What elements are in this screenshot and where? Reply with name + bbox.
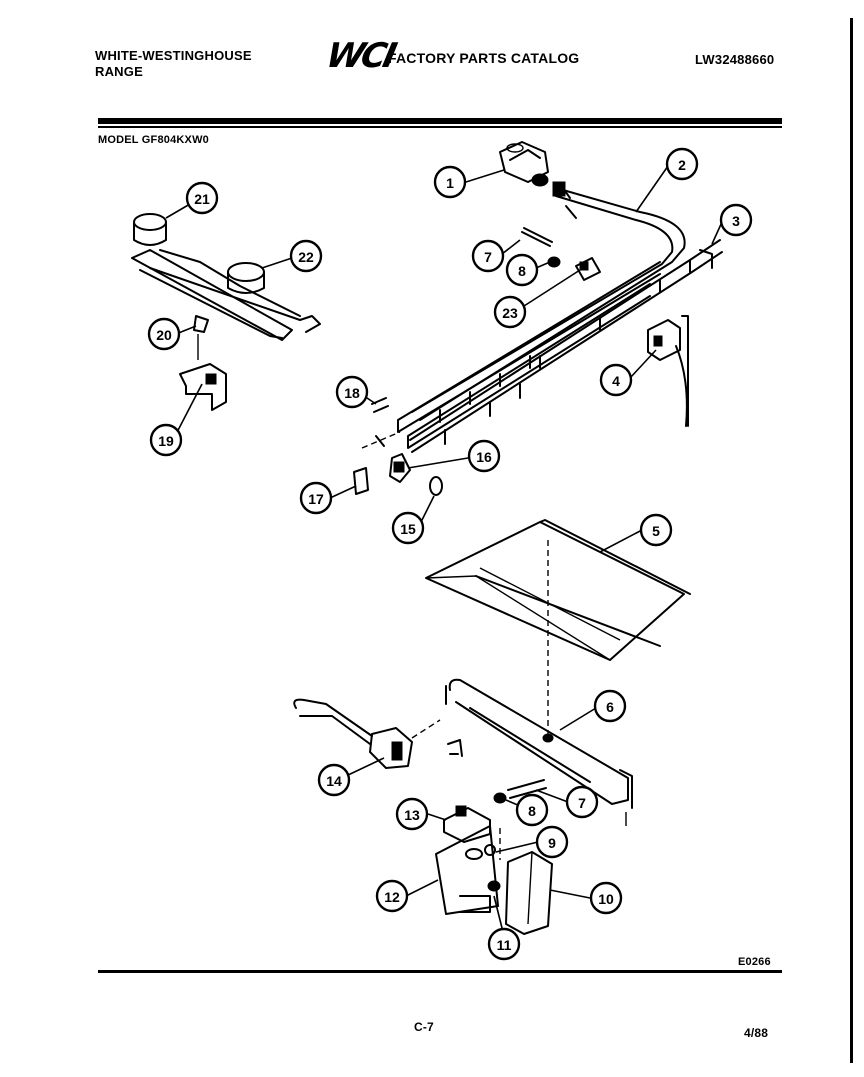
callout-number: 4 xyxy=(612,373,620,389)
callout-5: 5 xyxy=(639,513,673,547)
part-top-burners xyxy=(131,213,321,341)
callout-15: 15 xyxy=(391,511,425,545)
callout-number: 14 xyxy=(326,773,342,789)
callout-16: 16 xyxy=(467,439,501,473)
callout-number: 23 xyxy=(502,305,518,321)
part-orifice-group-upper xyxy=(521,227,601,281)
callout-20: 20 xyxy=(147,317,181,351)
callout-17: 17 xyxy=(299,481,333,515)
callout-number: 22 xyxy=(298,249,314,265)
part-thermostat-assembly xyxy=(435,805,553,935)
callout-number: 10 xyxy=(598,891,614,907)
callout-8-upper: 8 xyxy=(505,253,539,287)
callout-number: 11 xyxy=(497,937,512,953)
callout-6: 6 xyxy=(593,689,627,723)
callout-10: 10 xyxy=(589,881,623,915)
callout-number: 16 xyxy=(476,449,492,465)
callout-7-upper: 7 xyxy=(471,239,505,273)
catalog-number: LW32488660 xyxy=(695,52,775,67)
callout-4: 4 xyxy=(599,363,633,397)
part-igniter-bracket xyxy=(179,315,227,411)
part-manifold-bracket xyxy=(409,239,723,453)
callout-3: 3 xyxy=(719,203,753,237)
callout-number: 9 xyxy=(548,835,556,851)
callout-number: 12 xyxy=(384,889,400,905)
callout-number: 13 xyxy=(404,807,420,823)
callout-2: 2 xyxy=(665,147,699,181)
callout-9: 9 xyxy=(535,825,569,859)
callout-13: 13 xyxy=(395,797,429,831)
callout-number: 8 xyxy=(518,263,526,279)
callout-21: 21 xyxy=(185,181,219,215)
part-orifice-group-lower xyxy=(493,779,547,804)
callout-number: 8 xyxy=(528,803,536,819)
brand-name: WHITE-WESTINGHOUSE xyxy=(95,48,252,63)
callout-12: 12 xyxy=(375,879,409,913)
callout-19: 19 xyxy=(149,423,183,457)
part-oven-burner xyxy=(445,540,633,826)
callout-number: 5 xyxy=(652,523,660,539)
callout-number: 2 xyxy=(678,157,686,173)
callout-7-lower: 7 xyxy=(565,785,599,819)
header-rule-thin xyxy=(98,126,782,128)
callout-11: 11 xyxy=(487,927,521,961)
callout-number: 15 xyxy=(400,521,416,537)
page-border xyxy=(850,18,853,1063)
part-manifold-pipe xyxy=(411,181,686,421)
page-code: C-7 xyxy=(414,1020,434,1034)
catalog-title: FACTORY PARTS CATALOG xyxy=(388,50,580,66)
revision-date: 4/88 xyxy=(744,1026,769,1040)
part-regulator xyxy=(499,141,549,187)
product-type: RANGE xyxy=(95,64,143,79)
callout-number: 18 xyxy=(344,385,360,401)
callout-number: 1 xyxy=(446,175,454,191)
callout-number: 17 xyxy=(308,491,324,507)
callout-1: 1 xyxy=(433,165,467,199)
callout-8-lower: 8 xyxy=(515,793,549,827)
callout-22: 22 xyxy=(289,239,323,273)
part-valve-switch xyxy=(647,315,689,427)
callout-number: 7 xyxy=(484,249,492,265)
footer-rule xyxy=(98,970,782,973)
model-label: MODEL GF804KXW0 xyxy=(98,134,209,146)
callout-number: 3 xyxy=(732,213,740,229)
part-igniter xyxy=(293,698,463,769)
part-valve-manifold xyxy=(397,261,661,449)
callout-number: 20 xyxy=(156,327,172,343)
callout-leaders xyxy=(165,165,723,937)
callout-number: 7 xyxy=(578,795,586,811)
figure-code: E0266 xyxy=(738,956,771,968)
callout-number: 21 xyxy=(194,191,210,207)
callout-23: 23 xyxy=(493,295,527,329)
callout-14: 14 xyxy=(317,763,351,797)
callout-number: 6 xyxy=(606,699,614,715)
header-rule xyxy=(98,118,782,124)
callout-18: 18 xyxy=(335,375,369,409)
callout-number: 19 xyxy=(158,433,174,449)
